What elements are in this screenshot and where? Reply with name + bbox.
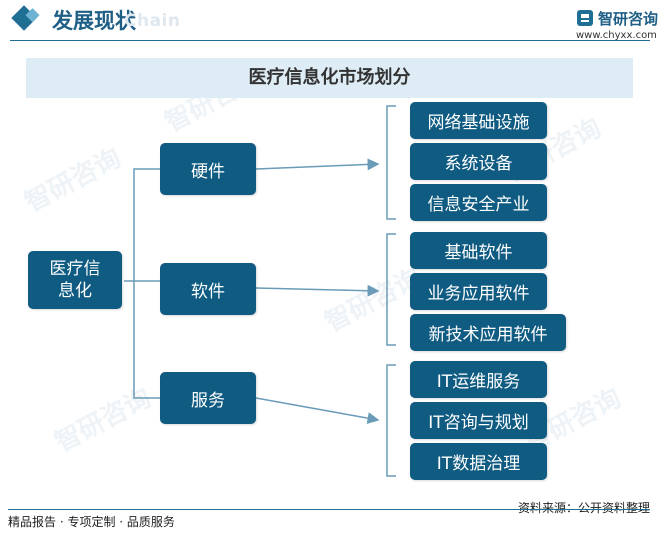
leaf-node: 基础软件 [410, 232, 547, 269]
leaf-node: 网络基础设施 [410, 102, 547, 139]
branch-node-software: 软件 [160, 263, 256, 315]
leaf-node: 新技术应用软件 [410, 314, 566, 351]
page-header: 发展现状 Chain 智研咨询 www.chyxx.com [0, 0, 658, 46]
bracket-software [386, 233, 396, 346]
root-node-line1: 医疗信 [49, 259, 101, 279]
logo-url: www.chyxx.com [576, 30, 657, 41]
leaf-node: 业务应用软件 [410, 273, 547, 310]
header-divider [10, 40, 650, 41]
bracket-hardware [386, 105, 396, 220]
arrow-software [255, 284, 380, 297]
arrow-hardware [255, 158, 380, 171]
leaf-node: 系统设备 [410, 143, 547, 180]
page-subtitle: Chain [124, 11, 181, 31]
branch-node-service: 服务 [160, 372, 256, 424]
footer-divider [8, 509, 650, 510]
root-node-line2: 息化 [58, 281, 92, 301]
source-note: 资料来源：公开资料整理 [517, 501, 650, 515]
logo-icon [577, 10, 593, 26]
branch-node-hardware: 硬件 [160, 143, 256, 195]
diagram-title: 医疗信息化市场划分 [248, 67, 411, 88]
leaf-node: IT数据治理 [410, 443, 547, 480]
page-title: 发展现状 [52, 9, 136, 33]
bracket-service [386, 364, 396, 477]
footer-slogan: 精品报告 · 专项定制 · 品质服务 [8, 515, 175, 529]
diagram-title-bar: 医疗信息化市场划分 [26, 58, 633, 98]
leaf-node: IT咨询与规划 [410, 402, 547, 439]
arrow-service [255, 397, 380, 425]
root-connector [124, 168, 160, 399]
logo-name: 智研咨询 [598, 10, 658, 28]
leaf-node: IT运维服务 [410, 361, 547, 398]
leaf-node: 信息安全产业 [410, 184, 547, 221]
root-node: 医疗信 息化 [28, 251, 122, 309]
